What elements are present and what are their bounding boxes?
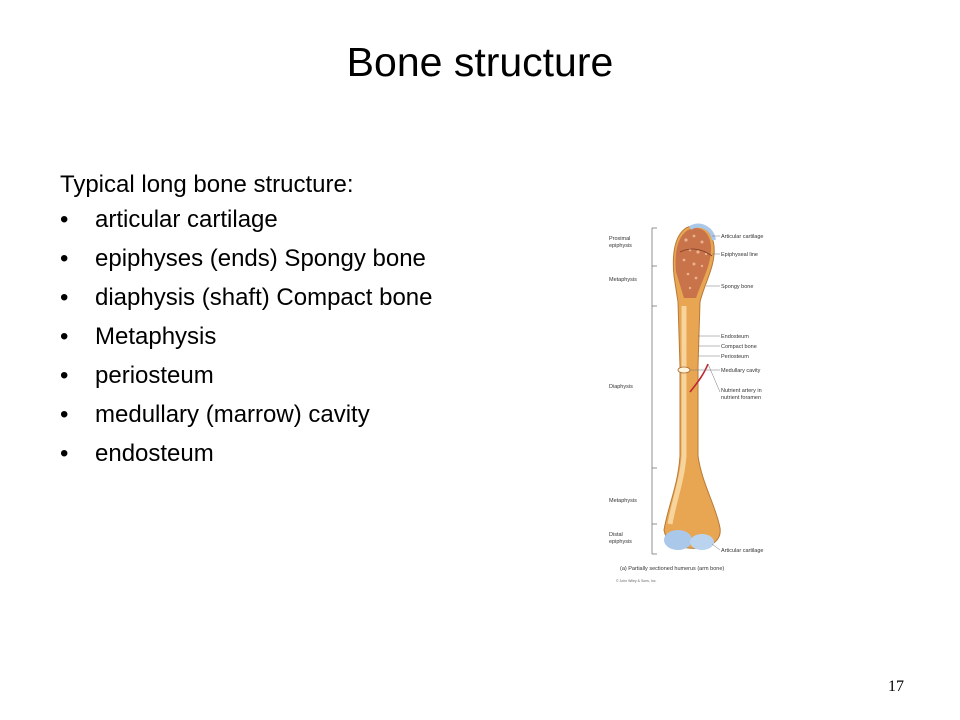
label-epiphyseal-line: Epiphyseal line: [721, 252, 758, 258]
bullet-icon: •: [60, 284, 69, 311]
bullet-item: •periosteum: [60, 362, 214, 389]
label-proximal-epiphysis: Proximal epiphysis: [609, 236, 632, 249]
page-number: 17: [888, 678, 904, 695]
label-spongy-bone: Spongy bone: [721, 284, 753, 290]
articular-cartilage-bottom: [664, 530, 692, 550]
spongy-texture: [682, 234, 708, 290]
bullet-icon: •: [60, 206, 69, 233]
bullet-list: •articular cartilage •epiphyses (ends) S…: [60, 205, 460, 468]
intro-text: Typical long bone structure:: [60, 171, 354, 198]
bullet-item: •Metaphysis: [60, 323, 217, 350]
label-periosteum: Periosteum: [721, 354, 749, 360]
shaft-highlight: [667, 306, 687, 525]
bullet-icon: •: [60, 440, 69, 467]
label-metaphysis-top: Metaphysis: [609, 277, 637, 283]
figure-caption: (a) Partially sectioned humerus (arm bon…: [620, 566, 724, 572]
label-medullary-cavity: Medullary cavity: [721, 368, 761, 374]
content-text: Typical long bone structure: •articular …: [60, 170, 460, 478]
articular-cartilage-bottom-2: [690, 534, 714, 550]
bullet-icon: •: [60, 401, 69, 428]
label-endosteum: Endosteum: [721, 334, 749, 340]
region-brackets: [651, 227, 657, 555]
bullet-item: •diaphysis (shaft) Compact bone: [60, 284, 433, 311]
epiphyseal-line: [679, 248, 713, 257]
label-nutrient-artery: Nutrient artery in nutrient foramen: [721, 388, 763, 401]
bullet-item: •epiphyses (ends) Spongy bone: [60, 245, 426, 272]
humerus-figure: Proximal epiphysis Metaphysis Diaphysis …: [608, 206, 790, 590]
bullet-item: •articular cartilage: [60, 206, 278, 233]
label-articular-cartilage-top: Articular cartilage: [721, 234, 764, 240]
figure-copyright: © John Wiley & Sons, Inc.: [616, 579, 657, 583]
bullet-icon: •: [60, 362, 69, 389]
bullet-item: •endosteum: [60, 440, 214, 467]
bullet-icon: •: [60, 323, 69, 350]
label-diaphysis: Diaphysis: [609, 384, 633, 390]
humerus-illustration: Proximal epiphysis Metaphysis Diaphysis …: [609, 223, 764, 583]
label-articular-cartilage-bottom: Articular cartilage: [721, 548, 764, 554]
label-compact-bone: Compact bone: [721, 344, 757, 350]
medullary-cavity: [677, 366, 691, 374]
bullet-icon: •: [60, 245, 69, 272]
articular-cartilage-top: [688, 223, 716, 241]
leader-lines: [690, 235, 721, 551]
nutrient-artery: [689, 363, 709, 393]
slide-title: Bone structure: [346, 39, 614, 85]
bullet-item: •medullary (marrow) cavity: [60, 401, 370, 428]
label-distal-epiphysis: Distal epiphysis: [609, 532, 632, 545]
label-metaphysis-bottom: Metaphysis: [609, 498, 637, 504]
